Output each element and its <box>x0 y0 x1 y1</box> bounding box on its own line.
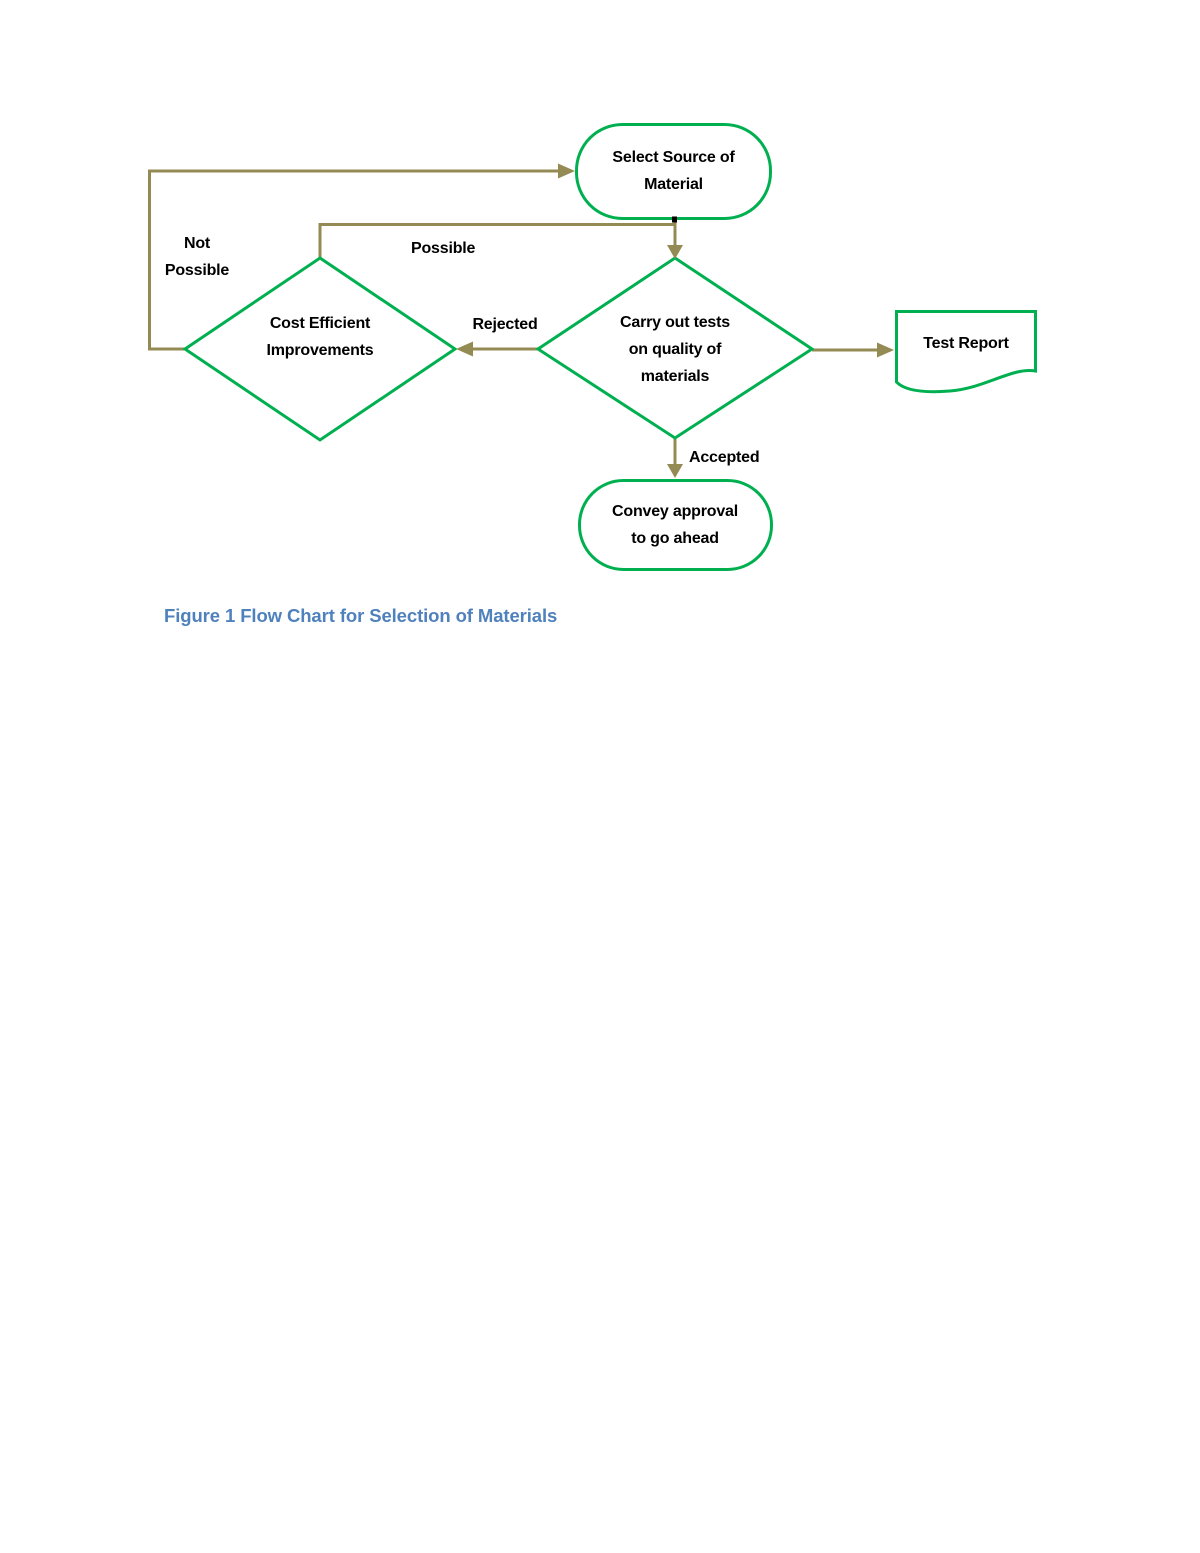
node-select-source-line2: Material <box>644 176 703 193</box>
node-carry-tests-line3: materials <box>640 368 710 385</box>
node-cost-efficient-shape <box>182 256 458 442</box>
node-cost-efficient-line2: Improvements <box>266 342 374 359</box>
node-carry-tests-label: Carry out tests on quality of materials <box>538 309 812 390</box>
node-select-source-line1: Select Source of <box>612 149 735 166</box>
node-cost-efficient-line1: Cost Efficient <box>269 315 371 332</box>
node-convey-approval-line1: Convey approval <box>612 503 738 520</box>
arrowhead-into-cost-efficient <box>456 341 473 357</box>
node-cost-efficient-label: Cost Efficient Improvements <box>185 310 455 364</box>
figure-caption: Figure 1 Flow Chart for Selection of Mat… <box>164 605 558 626</box>
connectors <box>148 169 879 465</box>
edge-possible-line <box>318 223 675 258</box>
edge-label-accepted: Accepted <box>689 449 760 466</box>
node-carry-tests-line1: Carry out tests <box>620 314 730 331</box>
node-test-report-shape <box>895 310 1037 394</box>
edge-label-not-possible-line2: Possible <box>164 262 230 279</box>
edge-label-not-possible: Not Possible <box>147 230 247 284</box>
connection-tick <box>672 216 677 223</box>
node-test-report-label: Test Report <box>923 335 1009 352</box>
node-carry-tests-line2: on quality of <box>628 341 722 358</box>
node-convey-approval-label: Convey approval to go ahead <box>579 498 771 552</box>
edge-label-rejected: Rejected <box>472 316 538 333</box>
node-select-source-label: Select Source of Material <box>576 144 771 198</box>
arrowhead-into-select-source <box>558 163 575 179</box>
edge-label-possible: Possible <box>411 240 476 257</box>
edge-not-possible-line <box>148 169 560 351</box>
node-carry-tests-shape <box>535 256 815 440</box>
node-convey-approval-line2: to go ahead <box>631 530 719 547</box>
node-convey-approval-shape <box>578 479 773 571</box>
arrowhead-into-convey-approval <box>667 464 683 478</box>
arrowhead-into-test-report <box>877 342 894 358</box>
arrowhead-into-carry-tests <box>667 245 683 259</box>
arrowheads <box>456 163 894 478</box>
edge-label-not-possible-line1: Not <box>183 235 211 252</box>
